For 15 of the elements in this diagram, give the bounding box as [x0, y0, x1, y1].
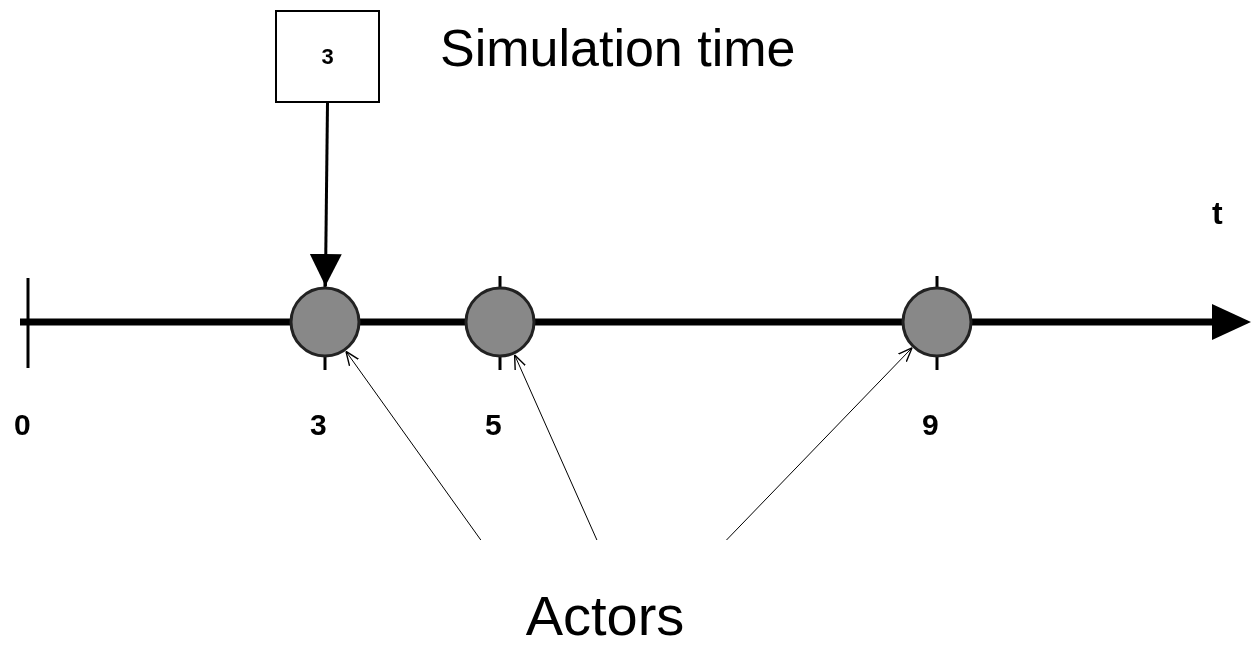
leader-line — [345, 350, 482, 541]
tick-label: 5 — [485, 408, 502, 442]
tick-label: 0 — [14, 408, 31, 442]
leader-line — [513, 354, 598, 541]
box-caption: Simulation time — [440, 18, 796, 78]
actor-circle — [289, 286, 361, 358]
tick-label: 9 — [922, 408, 939, 442]
actors-label: Actors — [470, 540, 740, 648]
time-box: 3 — [275, 10, 380, 103]
axis-label: t — [1212, 195, 1223, 232]
leader-line — [726, 347, 913, 541]
actor-circle — [464, 286, 536, 358]
tick-label: 3 — [310, 408, 327, 442]
actor-circle — [901, 286, 973, 358]
arrow — [309, 103, 342, 286]
